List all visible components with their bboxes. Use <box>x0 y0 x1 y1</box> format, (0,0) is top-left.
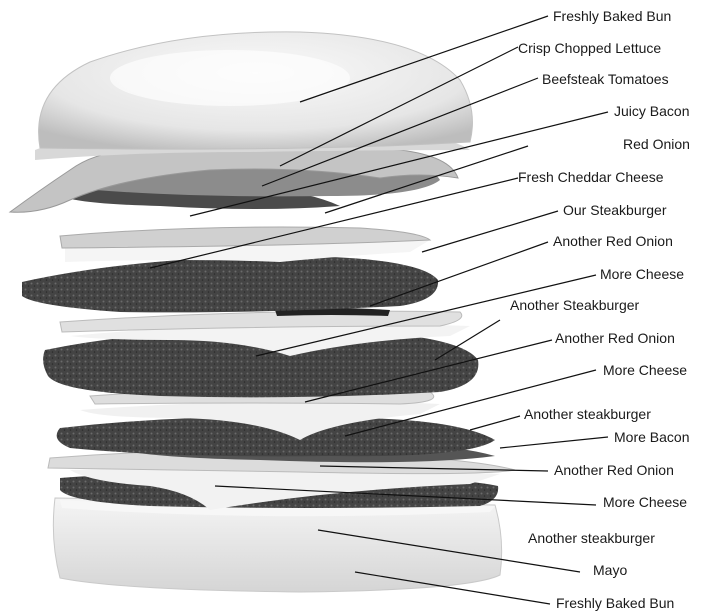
ingredient-label-15: Another Red Onion <box>554 462 674 478</box>
ingredient-label-13: Another steakburger <box>524 406 651 422</box>
ingredient-label-4: Juicy Bacon <box>614 103 689 119</box>
ingredient-label-1: Freshly Baked Bun <box>553 8 671 24</box>
ingredient-label-11: Another Red Onion <box>555 330 675 346</box>
ingredient-label-7: Our Steakburger <box>563 202 667 218</box>
ingredient-label-10: Another Steakburger <box>510 297 640 313</box>
ingredient-label-3: Beefsteak Tomatoes <box>542 71 669 87</box>
leader-line-14 <box>500 437 608 448</box>
leader-line-13 <box>470 416 520 430</box>
ingredient-label-16: More Cheese <box>603 494 687 510</box>
ingredient-label-18: Mayo <box>593 562 627 578</box>
ingredient-label-6: Fresh Cheddar Cheese <box>518 169 664 185</box>
ingredient-label-19: Freshly Baked Bun <box>556 595 674 611</box>
ingredient-label-8: Another Red Onion <box>553 233 673 249</box>
ingredient-label-12: More Cheese <box>603 362 687 378</box>
ingredient-label-2: Crisp Chopped Lettuce <box>518 40 661 56</box>
ingredient-label-17: Another steakburger <box>528 530 655 546</box>
ingredient-label-5: Red Onion <box>623 136 690 152</box>
ingredient-label-9: More Cheese <box>600 266 684 282</box>
ingredient-label-14: More Bacon <box>614 429 689 445</box>
